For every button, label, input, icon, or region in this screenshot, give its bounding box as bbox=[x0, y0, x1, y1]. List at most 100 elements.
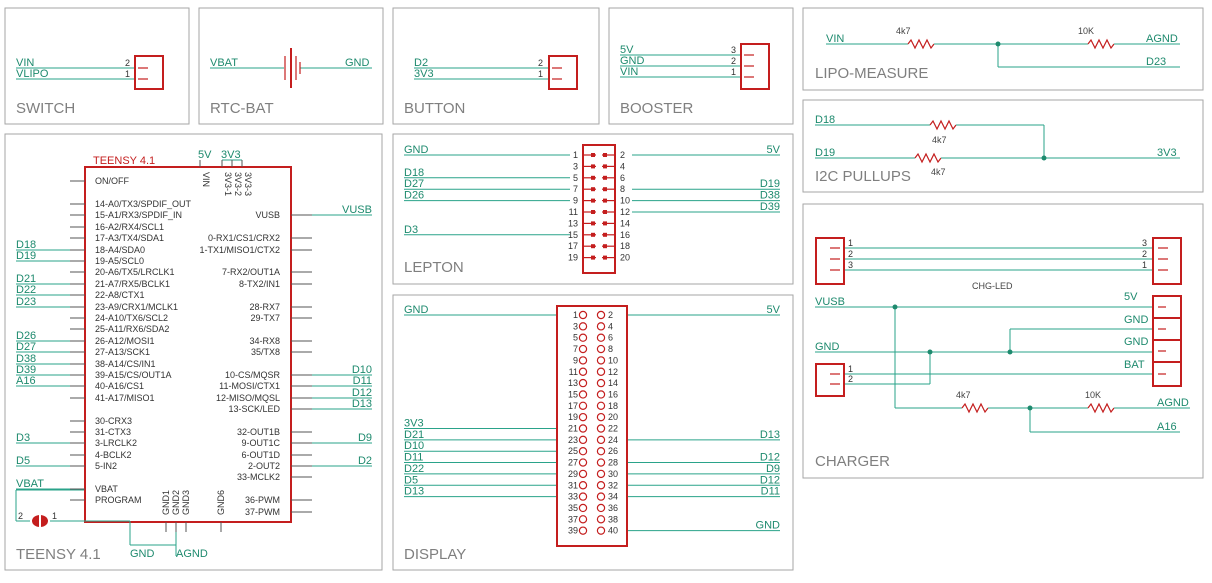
net-label: D23 bbox=[1146, 56, 1166, 68]
pin-number: 13 bbox=[568, 218, 578, 228]
pin-pad bbox=[596, 515, 606, 524]
pin-pad bbox=[578, 503, 588, 513]
net-label: D9 bbox=[766, 463, 780, 475]
pin-pad bbox=[578, 390, 588, 399]
pin-label: 3-LRCLK2 bbox=[95, 438, 137, 448]
net-label: GND bbox=[130, 548, 155, 560]
pin-number: 1 bbox=[52, 511, 57, 521]
net-label: D22 bbox=[16, 284, 36, 296]
pin-pad bbox=[578, 378, 588, 388]
pin-number: 8 bbox=[620, 184, 625, 194]
charger-section: 1 2 3 3 2 1 CHG-LED 5V GND GND BAT VUSB … bbox=[815, 237, 1190, 433]
pin-number: 19 bbox=[568, 412, 578, 422]
pin-label: PROGRAM bbox=[95, 495, 142, 505]
pin-number: 3 bbox=[573, 161, 578, 171]
net-label: 3V3 bbox=[404, 418, 424, 430]
sheet-title-teensy: TEENSY 4.1 bbox=[16, 546, 101, 563]
net-label: VUSB bbox=[342, 204, 372, 216]
pin-label: 41-A17/MISO1 bbox=[95, 393, 155, 403]
pin-number: 20 bbox=[608, 412, 618, 422]
net-label: VBAT bbox=[16, 478, 44, 490]
lepton-body bbox=[582, 144, 616, 274]
part-name: TEENSY 4.1 bbox=[93, 155, 155, 167]
pin-pad bbox=[596, 492, 606, 501]
frame-display bbox=[392, 294, 794, 571]
net-label: GND bbox=[404, 144, 429, 156]
net-label: 5V bbox=[198, 149, 212, 161]
net-label: D38 bbox=[16, 353, 36, 365]
net-label: D5 bbox=[16, 455, 30, 467]
net-label: D11 bbox=[353, 375, 372, 387]
pin-number: 26 bbox=[608, 446, 618, 456]
pin-label: 24-A10/TX6/SCL2 bbox=[95, 313, 168, 323]
net-label: D18 bbox=[404, 167, 424, 179]
net-label: BAT bbox=[1124, 359, 1145, 371]
pin-number: 35 bbox=[568, 503, 578, 513]
pin-number: 19 bbox=[568, 253, 578, 263]
pin-pad bbox=[596, 447, 606, 456]
pin-number: 4 bbox=[608, 321, 613, 331]
frame-booster bbox=[608, 7, 794, 125]
sheet-title-lepton: LEPTON bbox=[404, 259, 464, 276]
net-label: GND bbox=[756, 520, 781, 532]
pin-label: GND6 bbox=[216, 490, 226, 515]
pin-number: 1 bbox=[848, 238, 853, 248]
pin-number: 9 bbox=[573, 196, 578, 206]
pin-number: 2 bbox=[848, 249, 853, 259]
pin-label: 14-A0/TX3/SPDIF_OUT bbox=[95, 199, 192, 209]
pin-marker bbox=[591, 210, 595, 214]
pin-label: 20-A6/TX5/LRCLK1 bbox=[95, 267, 175, 277]
pin-pad bbox=[578, 322, 588, 331]
pin-label: GND1 bbox=[161, 490, 171, 515]
pin-number: 3 bbox=[573, 321, 578, 331]
pin-pad bbox=[596, 356, 606, 365]
pin-label: VUSB bbox=[255, 210, 280, 220]
net-label: GND bbox=[620, 55, 645, 67]
pin-number: 2 bbox=[1142, 249, 1147, 259]
frame-switch bbox=[4, 7, 190, 125]
sheet-title-display: DISPLAY bbox=[404, 546, 466, 563]
pin-number: 1 bbox=[1142, 260, 1147, 270]
pin-pad bbox=[596, 526, 606, 535]
pin-pad bbox=[578, 333, 588, 342]
pin-number: 12 bbox=[620, 207, 630, 217]
pin-pad bbox=[596, 401, 606, 410]
pin-pad bbox=[596, 390, 606, 399]
net-label: D10 bbox=[352, 364, 372, 376]
pin-number: 10 bbox=[620, 196, 630, 206]
net-label: D13 bbox=[352, 398, 372, 410]
pin-number: 4 bbox=[620, 161, 625, 171]
pin-label: 34-RX8 bbox=[249, 336, 280, 346]
net-label: D27 bbox=[404, 178, 424, 190]
pin-number: 38 bbox=[608, 514, 618, 524]
resistor-value: 4k7 bbox=[896, 26, 911, 36]
pin-label: VBAT bbox=[95, 484, 118, 494]
net-label: AGND bbox=[1146, 33, 1178, 45]
net-label: A16 bbox=[16, 375, 36, 387]
pin-number: 3 bbox=[848, 260, 853, 270]
net-label: VLIPO bbox=[16, 68, 49, 80]
pin-label: 7-RX2/OUT1A bbox=[222, 267, 280, 277]
pin-label: 17-A3/TX4/SDA1 bbox=[95, 233, 164, 243]
pin-label: GND2 bbox=[171, 490, 181, 515]
pin-number: 7 bbox=[573, 184, 578, 194]
pin-pad bbox=[596, 367, 606, 376]
net-label: 5V bbox=[767, 144, 781, 156]
pin-label: 4-BCLK2 bbox=[95, 450, 132, 460]
pin-number: 34 bbox=[608, 492, 618, 502]
net-label: D22 bbox=[404, 463, 424, 475]
pin-pad bbox=[578, 356, 588, 365]
pin-label: 29-TX7 bbox=[250, 313, 280, 323]
pin-pad bbox=[578, 435, 588, 445]
pin-number: 2 bbox=[538, 58, 543, 68]
pin-marker bbox=[591, 232, 595, 237]
pin-number: 30 bbox=[608, 469, 618, 479]
pin-number: 1 bbox=[848, 364, 853, 374]
pin-pad bbox=[578, 424, 588, 433]
net-label: D2 bbox=[414, 57, 428, 69]
pin-pad bbox=[596, 310, 606, 320]
net-label: D2 bbox=[358, 455, 372, 467]
pin-pad bbox=[578, 401, 588, 410]
pin-number: 3 bbox=[731, 45, 736, 55]
